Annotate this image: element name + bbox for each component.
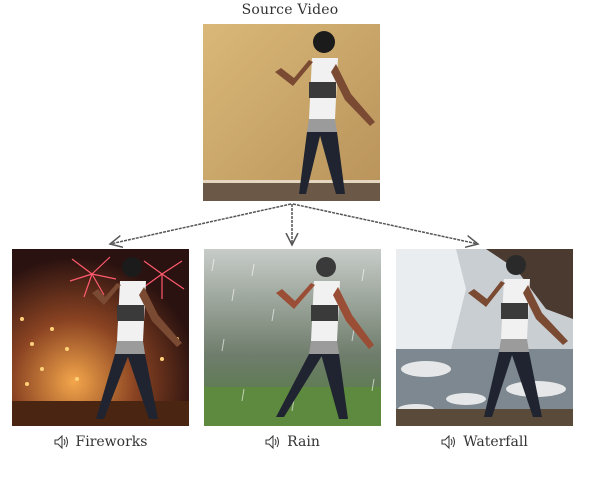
dancer-figure — [468, 255, 568, 417]
arrow-to-fireworks — [110, 203, 292, 244]
rain-frame — [204, 249, 381, 426]
speaker-icon — [54, 435, 68, 449]
speaker-icon — [265, 435, 280, 449]
fireworks-frame — [12, 249, 189, 426]
label-text: Fireworks — [75, 434, 148, 450]
label-text: Waterfall — [463, 434, 528, 450]
label-waterfall: Waterfall — [396, 432, 573, 452]
label-text: Rain — [287, 434, 320, 450]
source-video-title: Source Video — [241, 2, 339, 18]
arrow-to-waterfall — [292, 203, 478, 244]
label-rain: Rain — [204, 432, 381, 452]
dancer-figure — [92, 257, 182, 419]
speaker-icon — [441, 435, 456, 449]
dancer-figure — [275, 31, 375, 194]
dancer-figure — [276, 257, 374, 419]
source-video-frame — [203, 24, 380, 201]
waterfall-frame — [396, 249, 573, 426]
label-fireworks: Fireworks — [12, 432, 189, 452]
